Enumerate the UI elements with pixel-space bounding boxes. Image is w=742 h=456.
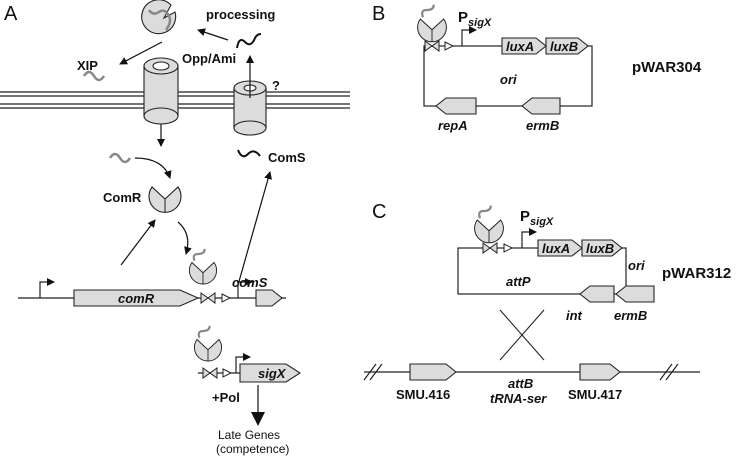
translation-arrow (120, 219, 156, 266)
pWAR304-repA-label: repA (438, 118, 468, 133)
pol-label: +Pol (212, 390, 240, 405)
smu416-gene (409, 363, 457, 381)
late-genes-label: Late Genes (218, 428, 280, 442)
sigX-gene (239, 363, 302, 383)
comS-peptide-icon (237, 149, 261, 158)
comS-gene (255, 289, 283, 307)
pWAR312-luxA-label: luxA (542, 241, 570, 256)
chromosome-break-left-icon (363, 363, 383, 381)
xip-label: XIP (77, 58, 98, 73)
pWAR312-luxB-gene (581, 239, 623, 257)
smu417-gene (579, 363, 621, 381)
pWAR304-ermB-label: ermB (526, 118, 559, 133)
pWAR312-comR-bound-icon (474, 205, 504, 244)
smu416-label: SMU.416 (396, 387, 450, 402)
comS-promoter-arrow (237, 278, 253, 298)
recombination-cross-icon (499, 309, 545, 361)
pWAR304-luxB-label: luxB (550, 39, 578, 54)
processing-arrow (197, 28, 229, 41)
pWAR312-promoter-arrow (521, 228, 537, 248)
competence-label: (competence) (216, 442, 289, 456)
pWAR304-promoter-arrow (461, 26, 477, 46)
chromosome-break-right-icon (659, 363, 679, 381)
opp-ami-label: Opp/Ami (182, 51, 236, 66)
comR-box-triangle (221, 293, 232, 303)
question-mark: ? (272, 78, 280, 93)
processing-comr-icon (141, 0, 177, 35)
comR-gene-label: comR (118, 291, 155, 306)
sigX-comR-bound-icon (193, 325, 223, 362)
sigX-box-bowtie (202, 367, 218, 379)
pWAR304-bowtie (424, 40, 440, 52)
xip-binding-arrow (134, 157, 172, 179)
pWAR312-attP-label: attP (506, 274, 531, 289)
pWAR304-luxB-gene (545, 37, 589, 55)
comS-peptide-top-icon (236, 33, 262, 49)
pWAR304-ori-label: ori (500, 72, 517, 87)
pWAR312-ermB-label: ermB (614, 308, 647, 323)
pWAR304-repA-gene (435, 97, 477, 115)
comR-promoter-arrow (39, 278, 55, 298)
processing-label: processing (206, 7, 275, 22)
comR-bound-icon (188, 248, 218, 285)
xip-peptide-icon (82, 70, 106, 82)
sigX-gene-label: sigX (258, 366, 287, 381)
sigX-box-triangle (222, 368, 233, 378)
pWAR304-ermB-gene (521, 97, 561, 115)
pWAR304-luxA-label: luxA (506, 39, 534, 54)
pWAR304-name: pWAR304 (632, 59, 702, 76)
comR-gene (73, 289, 200, 307)
comR-box-bowtie (200, 292, 216, 304)
smu417-label: SMU.417 (568, 387, 622, 402)
comR-protein-icon (148, 186, 182, 213)
comS-gene-label: comS (232, 275, 268, 290)
panel-b-label: B (372, 3, 385, 25)
pWAR312-promoter-label: PsigX (520, 208, 554, 228)
pWAR312-name: pWAR312 (662, 265, 731, 282)
pWAR312-ermB-gene (615, 285, 655, 303)
opp-ami-transporter-icon (143, 57, 179, 125)
comR-protein-label: ComR (103, 190, 142, 205)
pWAR312-ori-label: ori (628, 258, 645, 273)
comS-peptide-label: ComS (268, 150, 306, 165)
pWAR304-luxA-gene (501, 37, 547, 55)
panel-c-label: C (372, 201, 386, 223)
pWAR312-int-gene (579, 285, 615, 303)
pWAR304-promoter-label: PsigX (458, 9, 492, 29)
trna-ser-label: tRNA-ser (490, 391, 547, 406)
pWAR304-triangle (444, 41, 455, 51)
xip-internal-icon (108, 152, 132, 164)
comR-binding-arrow (177, 221, 192, 255)
sigX-promoter-arrow (235, 353, 251, 373)
pWAR312-int-label: int (566, 308, 583, 323)
pWAR304-comR-bound-icon (417, 4, 447, 43)
pWAR312-luxA-gene (537, 239, 583, 257)
pWAR312-luxB-label: luxB (586, 241, 614, 256)
comS-translation-arrow (237, 171, 272, 286)
attB-label: attB (508, 376, 533, 391)
panel-a-label: A (4, 3, 18, 25)
pWAR312-triangle (503, 243, 514, 253)
pWAR312-bowtie (482, 242, 498, 254)
xip-release-arrow (119, 41, 163, 65)
